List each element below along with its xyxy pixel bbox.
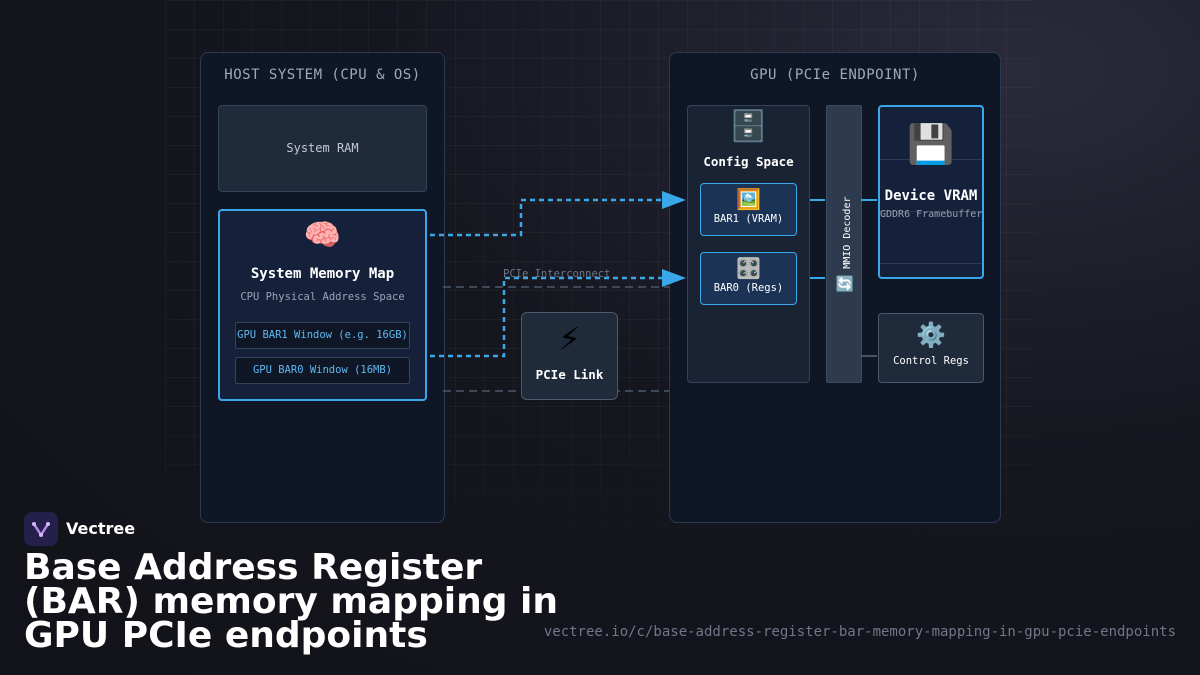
bar0-register-label: BAR0 (Regs) <box>713 282 784 294</box>
bar0-window-label: GPU BAR0 Window (16MB) <box>252 364 393 376</box>
gear-icon: ⚙️ <box>916 321 946 349</box>
brain-icon: 🧠 <box>303 218 342 253</box>
floppy-disk-icon: 💾 <box>907 122 955 166</box>
host-system-panel: HOST SYSTEM (CPU & OS) System RAM 🧠 Syst… <box>200 52 445 523</box>
bar1-window-row: GPU BAR1 Window (e.g. 16GB) <box>235 322 410 349</box>
bar1-mapping-path <box>430 198 662 237</box>
page-title: Base Address Register (BAR) memory mappi… <box>24 547 558 656</box>
system-ram-box: System RAM <box>218 105 427 192</box>
page-url[interactable]: vectree.io/c/base-address-register-bar-m… <box>543 624 1176 640</box>
file-cabinet-icon: 🗄️ <box>729 109 768 144</box>
host-system-title: HOST SYSTEM (CPU & OS) <box>224 67 421 83</box>
gpu-endpoint-panel: GPU (PCIe ENDPOINT) 🗄️ Config Space 🖼️ B… <box>669 52 1001 523</box>
memory-map-subtitle: CPU Physical Address Space <box>240 291 405 303</box>
bar1-arrowhead <box>662 191 686 209</box>
device-vram-title: Device VRAM <box>884 188 978 204</box>
gpu-endpoint-title: GPU (PCIe ENDPOINT) <box>750 67 920 83</box>
bar0-arrowhead <box>662 269 686 287</box>
device-vram-box: 💾 Device VRAM GDDR6 Framebuffer <box>878 105 984 279</box>
device-vram-subtitle: GDDR6 Framebuffer <box>880 209 983 220</box>
pcie-link-box: ⚡ PCIe Link <box>521 312 618 400</box>
bar0-window-row: GPU BAR0 Window (16MB) <box>235 357 410 384</box>
bar1-window-label: GPU BAR1 Window (e.g. 16GB) <box>237 329 408 341</box>
lightning-icon: ⚡ <box>558 320 581 358</box>
memory-map-title: System Memory Map <box>250 266 395 282</box>
bar0-mapping-path <box>430 276 662 358</box>
brand-name: Vectree <box>66 519 136 538</box>
bar0-register: 🎛️ BAR0 (Regs) <box>700 252 797 305</box>
framed-picture-icon: 🖼️ <box>736 187 761 211</box>
control-regs-label: Control Regs <box>893 355 969 367</box>
config-space-box: 🗄️ Config Space 🖼️ BAR1 (VRAM) 🎛️ BAR0 (… <box>687 105 810 383</box>
pcie-interconnect-label: PCIe Interconnect <box>503 268 611 280</box>
pcie-link-label: PCIe Link <box>535 367 604 382</box>
mmio-decoder-bar: 🔄 MMIO Decoder <box>826 105 862 383</box>
bar1-register: 🖼️ BAR1 (VRAM) <box>700 183 797 236</box>
system-memory-map-box: 🧠 System Memory Map CPU Physical Address… <box>218 209 427 401</box>
control-regs-box: ⚙️ Control Regs <box>878 313 984 383</box>
control-knobs-icon: 🎛️ <box>736 256 761 280</box>
vectree-logo-icon <box>24 512 58 546</box>
config-space-title: Config Space <box>703 154 794 169</box>
bar1-register-label: BAR1 (VRAM) <box>713 213 784 225</box>
system-ram-label: System RAM <box>286 141 359 155</box>
